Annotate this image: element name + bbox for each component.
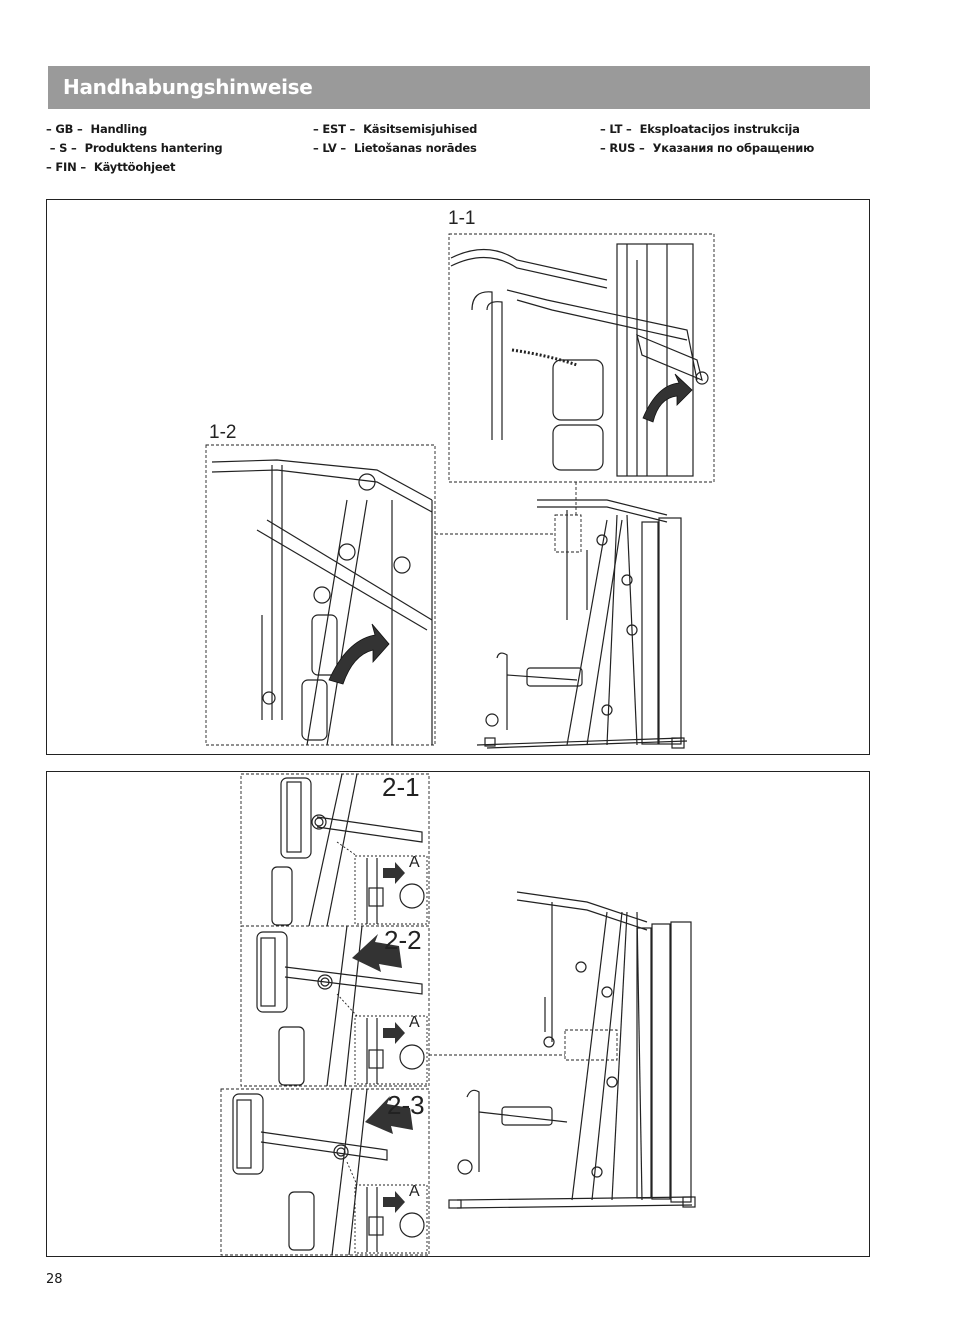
figure-2-illustration xyxy=(220,773,696,1256)
language-item: – LT –Eksploatacijos instrukcija xyxy=(600,122,800,136)
language-item: – EST –Käsitsemisjuhised xyxy=(313,122,478,136)
figure-1-illustration xyxy=(205,233,715,749)
language-item: – RUS –Указания по обращению xyxy=(600,141,815,155)
detail-label-a: A xyxy=(409,1183,420,1200)
language-item: – LV –Lietošanas norādes xyxy=(313,141,477,155)
language-item: – S –Produktens hantering xyxy=(46,141,223,155)
figure-label-1-2: 1-2 xyxy=(209,422,237,443)
page-title: Handhabungshinweise xyxy=(63,75,313,99)
figure-1-panel: 1-1 1-2 xyxy=(46,199,870,755)
figure-label-2-2: 2-2 xyxy=(384,925,422,955)
language-list-col1: – GB –Handling – S –Produktens hantering… xyxy=(46,120,223,177)
page-number: 28 xyxy=(46,1272,63,1287)
language-item: – GB –Handling xyxy=(46,122,148,136)
language-item: – FIN –Käyttöohjeet xyxy=(46,160,176,174)
language-list-col3: – LT –Eksploatacijos instrukcija – RUS –… xyxy=(600,120,814,158)
language-list-col2: – EST –Käsitsemisjuhised – LV –Lietošana… xyxy=(313,120,477,158)
figure-2-panel: 2-1 2-2 2-3 A A A xyxy=(46,771,870,1257)
figure-label-2-3: 2-3 xyxy=(387,1090,425,1120)
figure-label-1-1: 1-1 xyxy=(448,208,476,229)
detail-label-a: A xyxy=(409,854,420,871)
header-bar: Handhabungshinweise xyxy=(48,66,870,109)
detail-label-a: A xyxy=(409,1014,420,1031)
figure-label-2-1: 2-1 xyxy=(382,772,420,802)
